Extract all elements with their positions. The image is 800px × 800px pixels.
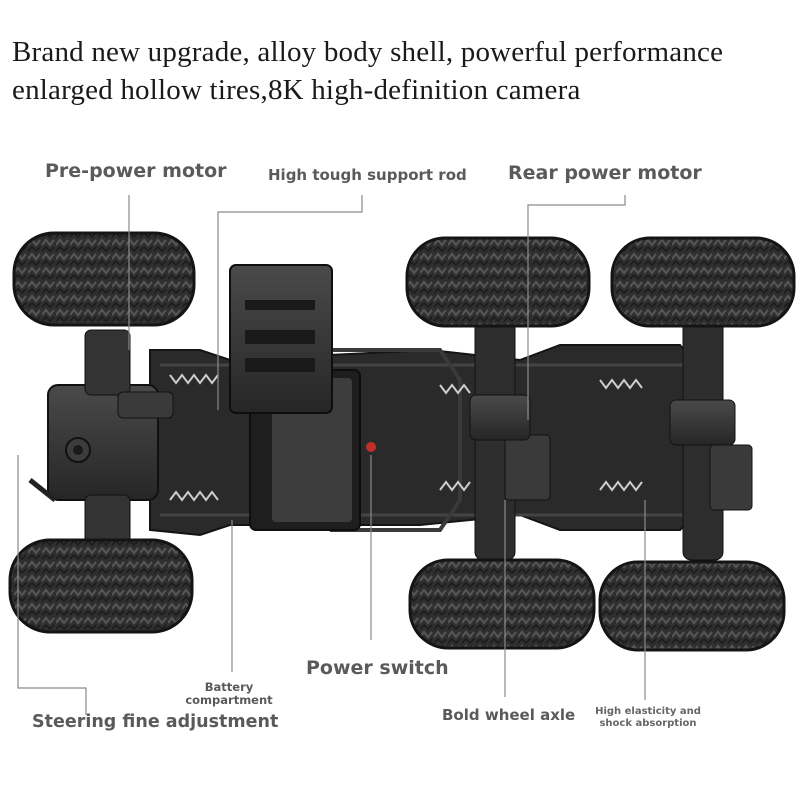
battery-label-line-2: compartment: [185, 693, 273, 707]
front-steering-assembly: [28, 329, 174, 551]
tire-mid-bottom: [408, 558, 596, 650]
callout-leader-lines: [17, 195, 646, 715]
tire-mid-top: [405, 236, 591, 328]
callout-steering-fine-adjustment: Steering fine adjustment: [32, 712, 279, 732]
tires: [8, 231, 796, 652]
shock-label-line-1: High elasticity and: [595, 706, 701, 717]
battery-label-line-1: Battery: [204, 680, 254, 694]
headline-line-1: Brand new upgrade, alloy body shell, pow…: [12, 36, 724, 68]
callout-bold-wheel-axle: Bold wheel axle: [442, 706, 576, 724]
shock-label-line-2: shock absorption: [599, 718, 697, 729]
callout-pre-power-motor: Pre-power motor: [45, 160, 227, 182]
callout-support-rod: High tough support rod: [268, 166, 467, 184]
headline-line-2: enlarged hollow tires,8K high-definition…: [12, 74, 581, 106]
battery-compartment: [229, 264, 376, 531]
rear-axle-assembly: [469, 309, 753, 561]
tire-rear-bottom: [598, 560, 786, 652]
power-switch-button: [366, 442, 376, 452]
tire-front-top: [12, 231, 196, 327]
callout-power-switch: Power switch: [306, 657, 449, 679]
shock-absorbers: [169, 373, 643, 502]
callout-battery-compartment: Battery compartment: [180, 681, 278, 707]
callout-rear-power-motor: Rear power motor: [508, 162, 702, 184]
callout-shock-absorption: High elasticity and shock absorption: [590, 706, 706, 730]
tire-front-bottom: [8, 538, 194, 634]
tire-rear-top: [610, 236, 796, 328]
